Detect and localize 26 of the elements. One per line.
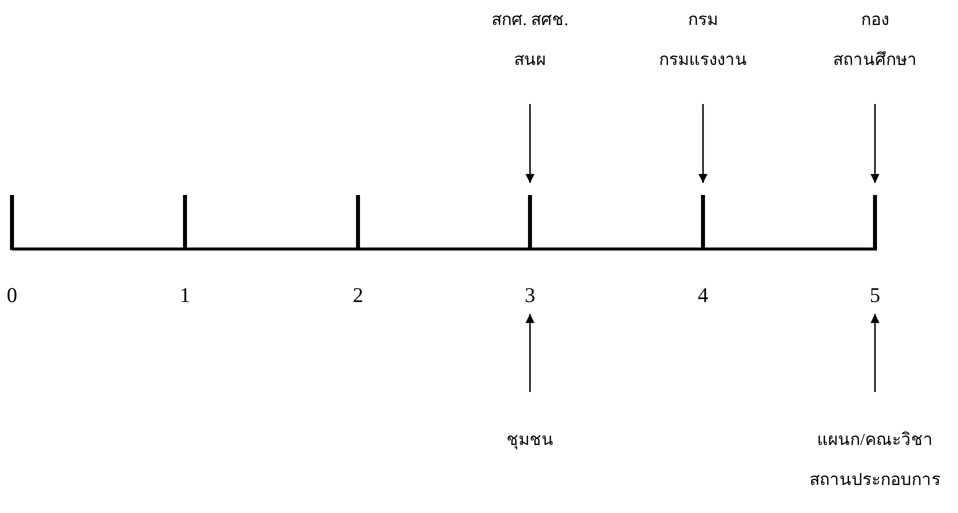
organization-label: กรม [688,9,718,31]
arrow [698,104,708,183]
scale-number: 0 [6,282,18,308]
scale-number: 4 [698,282,708,308]
scale-number: 1 [180,282,190,308]
organization-label: สกศ. สศช. [492,9,568,31]
arrow [870,104,880,183]
tick-mark [10,195,14,250]
tick-mark [356,195,360,250]
organization-label: สนผ [514,49,546,71]
organization-label: แผนก/คณะวิชา [817,429,933,451]
tick-mark [701,195,705,250]
scale-number: 5 [870,282,880,308]
organization-label: สถานประกอบการ [810,469,940,491]
arrow [526,314,534,392]
scale-number: 2 [352,282,364,308]
arrow [870,314,880,392]
tick-mark [183,195,187,250]
tick-mark [528,195,532,250]
organization-label: กอง [861,9,889,31]
organization-label: กรมแรงงาน [659,49,747,71]
scale-number: 3 [524,282,536,308]
organization-label: สถานศึกษา [833,49,917,71]
arrow [526,104,534,183]
organization-label: ชุมชน [506,429,554,452]
tick-mark [873,195,877,250]
